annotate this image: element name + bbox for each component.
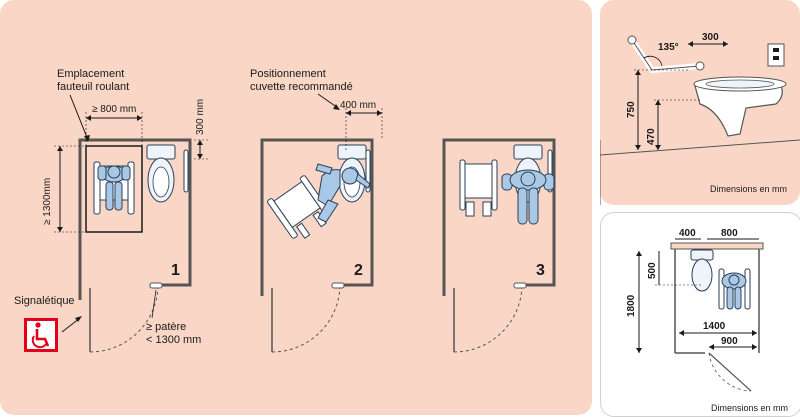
- wheelchair-user-icon: [93, 161, 135, 215]
- main-diagram-panel: ≥ 800 mm ≥ 1300mm 300 mm Emplacement fau…: [0, 0, 592, 415]
- toilet-room-1: ≥ 800 mm ≥ 1300mm 300 mm Emplacement fau…: [42, 68, 210, 353]
- elevation-svg: 135° 300 750 470 Dimensions en mm: [600, 32, 800, 205]
- plan-dim-toilet-axis: 400: [679, 228, 696, 239]
- wheelchair-user-icon: [718, 268, 751, 310]
- toilet-room-3: 3: [442, 138, 556, 353]
- room-2-walls: [260, 138, 374, 296]
- plan-dim-toilet-depth: 500: [647, 262, 658, 279]
- label-wheelchair-line2: fauteuil roulant: [57, 81, 129, 93]
- plan-svg: 400 800 500 1800 1400 900 Dimensions en …: [626, 228, 788, 413]
- seated-person-icon: [501, 169, 555, 225]
- plan-panel: 400 800 500 1800 1400 900 Dimensions en …: [600, 212, 800, 417]
- room-1-door-swing: [89, 285, 159, 353]
- dim-toilet-2: 400 mm: [340, 100, 376, 111]
- room-1-walls: [78, 138, 192, 296]
- plan-footer: Dimensions en mm: [711, 403, 788, 413]
- plan-dim-length: 1800: [626, 294, 637, 317]
- wheelchair-user-icon: [267, 175, 331, 239]
- dim-bar-height: 750: [626, 101, 637, 118]
- dim-bar-length: 300: [702, 32, 719, 43]
- toilet-room-2: 400 mm Positionnement cuvette recommandé…: [250, 68, 383, 353]
- wheelchair-area-1: [85, 145, 143, 233]
- room-3-walls: [442, 138, 556, 296]
- label-toilet-line1: Positionnement: [250, 68, 326, 80]
- toilet-icon: [690, 249, 714, 292]
- hook-label-line1: ≥ patère: [146, 321, 186, 333]
- toilet-icon: [693, 76, 787, 137]
- plan-dim-width: 1400: [703, 321, 726, 332]
- toilet-icon: [146, 144, 176, 203]
- elevation-footer: Dimensions en mm: [710, 184, 787, 194]
- plan-dim-space: 800: [721, 228, 738, 239]
- signage-label: Signalétique: [14, 295, 75, 307]
- wheelchair-sign-icon: [24, 318, 58, 352]
- step-number-2: 2: [354, 262, 363, 279]
- dim-width-1: ≥ 800 mm: [92, 104, 136, 115]
- dim-wall-1: 300 mm: [195, 99, 206, 135]
- dim-depth-1: ≥ 1300mm: [42, 178, 53, 225]
- label-wheelchair-line1: Emplacement: [57, 68, 124, 80]
- transferring-person-icon: [315, 163, 371, 223]
- wheelchair-icon: [459, 159, 498, 217]
- main-diagram-svg: ≥ 800 mm ≥ 1300mm 300 mm Emplacement fau…: [14, 68, 556, 353]
- elevation-panel: 135° 300 750 470 Dimensions en mm: [600, 0, 800, 205]
- plan-top-wall: [670, 242, 764, 250]
- step-number-3: 3: [536, 262, 545, 279]
- plan-dim-door: 900: [721, 336, 738, 347]
- label-toilet-line2: cuvette recommandé: [250, 81, 353, 93]
- floor-line: [600, 139, 800, 156]
- dim-seat-height: 470: [646, 128, 657, 145]
- flush-button-icon: [767, 43, 785, 67]
- plan-door: [708, 352, 752, 392]
- hook-label-line2: < 1300 mm: [146, 334, 201, 346]
- grab-bar-icon: [183, 149, 189, 193]
- coat-hook-icon: [149, 282, 163, 289]
- step-number-1: 1: [171, 262, 180, 279]
- angle-label: 135°: [658, 42, 679, 53]
